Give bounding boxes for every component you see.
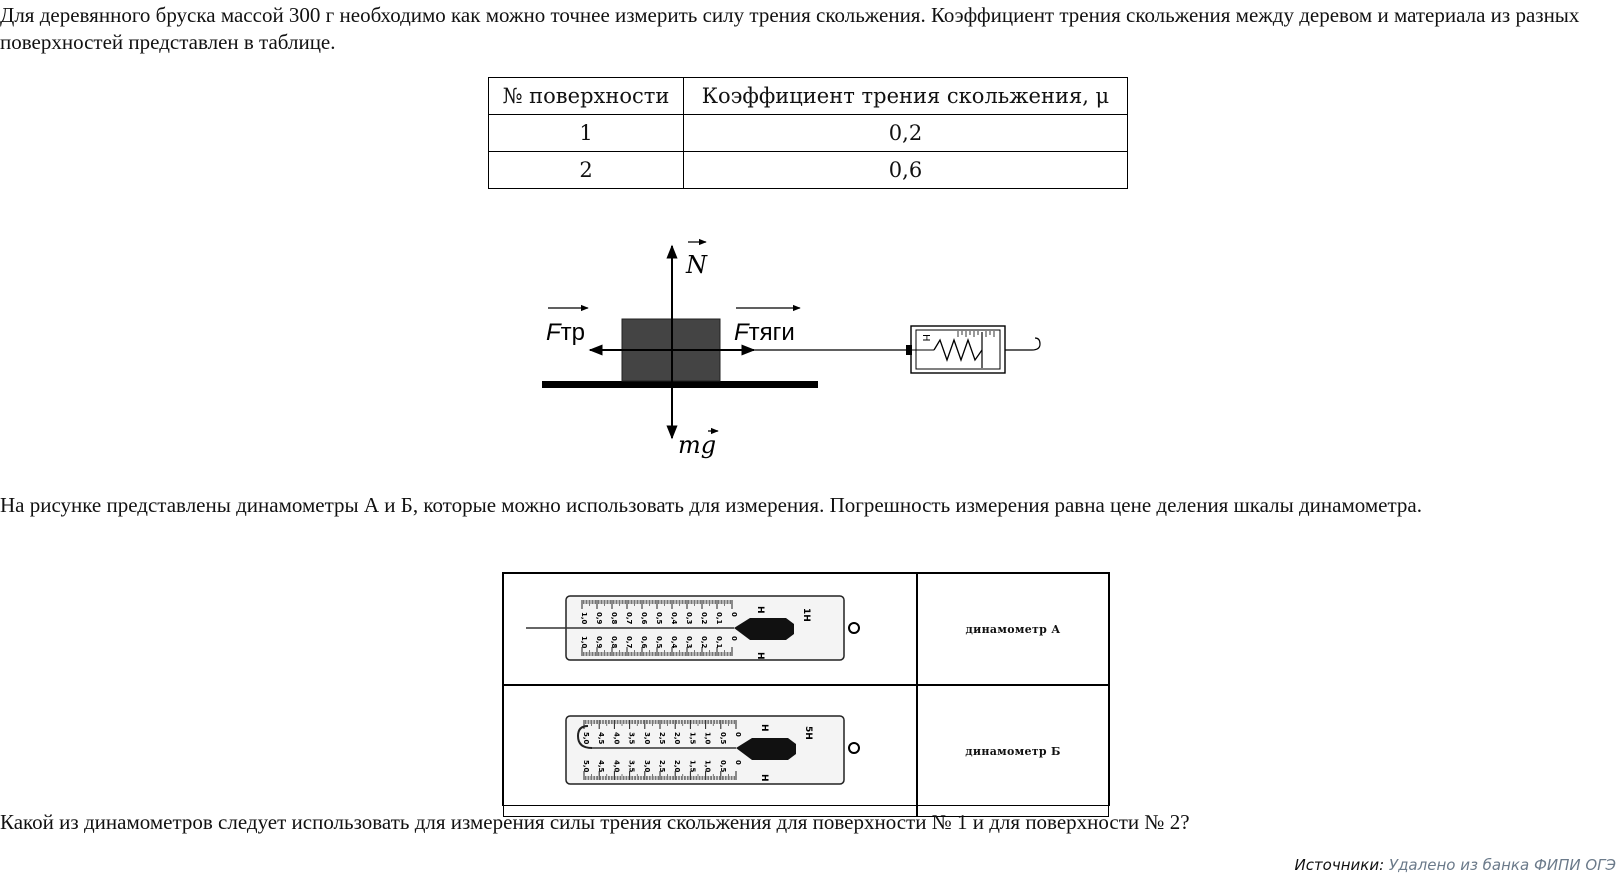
scale-label: 1,0 — [580, 612, 588, 625]
dynamometer-b-image: 5,0 5,0 4,5 4,5 4,0 4,0 3,5 3,5 3,0 3,0 2,5 2,5 2,0 2… — [503, 685, 917, 817]
dynamometer-a-image: 1,0 1,0 0,9 0,9 0,8 0,8 0,7 0,7 0,6 0,6 0,5 0,5 0,4 0… — [503, 573, 917, 685]
scale-label: 0 — [730, 612, 738, 617]
dynamometer-a-label: динамометр А — [917, 573, 1109, 685]
dynamometer-a-drawing: 1,0 1,0 0,9 0,9 0,8 0,8 0,7 0,7 0,6 0,6 0,5 0,5 0,4 0… — [526, 595, 860, 661]
scale-label: 2,5 — [658, 760, 666, 773]
dynamometer-b-unit-top: Н — [759, 724, 769, 732]
table-header-row: № поверхности Коэффициент трения скольже… — [488, 77, 1128, 115]
scale-label: 5,0 — [582, 760, 590, 773]
table-cell: 1 — [488, 114, 684, 152]
dynamometer-b-max: 5Н — [803, 726, 813, 740]
scale-label: 0,3 — [685, 636, 693, 649]
scale-label: 4,5 — [597, 732, 605, 745]
sources-label: Источники: — [1294, 856, 1385, 874]
pull-label-f: F — [734, 319, 750, 346]
table-cell: 0,2 — [683, 114, 1128, 152]
dynamometer-b-unit-bottom: Н — [759, 774, 769, 782]
scale-label: 4,0 — [612, 760, 620, 773]
gravity-label: mg — [678, 431, 716, 459]
scale-label: 0,5 — [655, 636, 663, 649]
scale-label: 0,7 — [625, 636, 633, 649]
scale-label: 3,5 — [628, 732, 636, 745]
scale-label: 3,5 — [628, 760, 636, 773]
scale-label: 2,0 — [673, 732, 681, 745]
column-header-surface: № поверхности — [488, 77, 684, 115]
scale-label: 0,2 — [700, 636, 708, 649]
pull-label: Fтяги — [734, 319, 795, 346]
dynamometers-intro: На рисунке представлены динамометры А и … — [0, 493, 1422, 517]
force-diagram: N Fтр Fтяги mg Н — [542, 238, 1041, 459]
table-row: 2 0,6 — [488, 151, 1128, 189]
scale-label: 0,2 — [700, 612, 708, 625]
scale-label: 0,6 — [640, 636, 648, 649]
problem-intro: Для деревянного бруска массой 300 г необ… — [0, 3, 1580, 54]
table-cell: 0,6 — [683, 151, 1128, 189]
dynamometer-a-unit-bottom: Н — [755, 652, 765, 660]
scale-label: 0,7 — [625, 612, 633, 625]
column-header-coefficient: Коэффициент трения скольжения, μ — [683, 77, 1128, 115]
pull-label-sub: тяги — [749, 319, 795, 346]
friction-table: № поверхности Коэффициент трения скольже… — [488, 77, 1128, 189]
friction-label: Fтр — [546, 319, 585, 346]
scale-label: 0 — [730, 636, 738, 641]
scale-label: 1,5 — [688, 760, 696, 773]
scale-label: 1,0 — [704, 760, 712, 773]
dynamometer-a-max: 1Н — [801, 608, 811, 622]
scale-label: 0,1 — [715, 612, 723, 625]
scale-label: 0,5 — [655, 612, 663, 625]
scale-label: 0,4 — [670, 612, 678, 625]
scale-label: 0,1 — [715, 636, 723, 649]
sources-line: Источники: Удалено из банка ФИПИ ОГЭ — [1294, 856, 1616, 874]
scale-label: 3,0 — [643, 732, 651, 745]
scale-label: 0,6 — [640, 612, 648, 625]
scale-label: 1,5 — [688, 732, 696, 745]
scale-label: 0,9 — [595, 636, 603, 649]
scale-label: 3,0 — [643, 760, 651, 773]
normal-force-label: N — [685, 251, 708, 279]
dynamometer-table: 1,0 1,0 0,9 0,9 0,8 0,8 0,7 0,7 0,6 0,6 0,5 0,5 0,4 0… — [502, 572, 1110, 817]
friction-label-f: F — [546, 319, 562, 346]
scale-label: 5,0 — [582, 732, 590, 745]
scale-label: 0 — [734, 732, 742, 737]
dynamometer-unit: Н — [920, 334, 931, 342]
dynamometer-b-scale: 5,0 5,0 4,5 4,5 4,0 4,0 3,5 3,5 3,0 3,0 2,5 2,5 2,0 2… — [582, 720, 742, 780]
scale-label: 0,5 — [719, 760, 727, 773]
scale-label: 2,0 — [673, 760, 681, 773]
scale-label: 0,4 — [670, 636, 678, 649]
table-cell: 2 — [488, 151, 684, 189]
scale-label: 0 — [734, 760, 742, 765]
dynamometer-sketch: Н — [906, 325, 1041, 374]
friction-label-sub: тр — [561, 319, 585, 346]
table-row: 1 0,2 — [488, 114, 1128, 152]
dynamometer-a-unit-top: Н — [755, 606, 765, 614]
scale-label: 0,3 — [685, 612, 693, 625]
scale-label: 0,5 — [719, 732, 727, 745]
scale-label: 1,0 — [704, 732, 712, 745]
question-text: Какой из динамометров следует использова… — [0, 810, 1190, 834]
dynamometer-b-drawing: 5,0 5,0 4,5 4,5 4,0 4,0 3,5 3,5 3,0 3,0 2,5 2,5 2,0 2… — [565, 715, 860, 785]
scale-label: 0,8 — [610, 636, 618, 649]
dynamometer-a-scale: 1,0 1,0 0,9 0,9 0,8 0,8 0,7 0,7 0,6 0,6 0,5 0,5 0,4 0… — [580, 600, 738, 656]
scale-label: 2,5 — [658, 732, 666, 745]
scale-label: 4,5 — [597, 760, 605, 773]
scale-label: 4,0 — [612, 732, 620, 745]
sources-value[interactable]: Удалено из банка ФИПИ ОГЭ — [1388, 856, 1616, 874]
dynamometer-b-label: динамометр Б — [917, 685, 1109, 817]
surface — [542, 381, 818, 388]
scale-label: 0,9 — [595, 612, 603, 625]
scale-label: 1,0 — [580, 636, 588, 649]
scale-label: 0,8 — [610, 612, 618, 625]
